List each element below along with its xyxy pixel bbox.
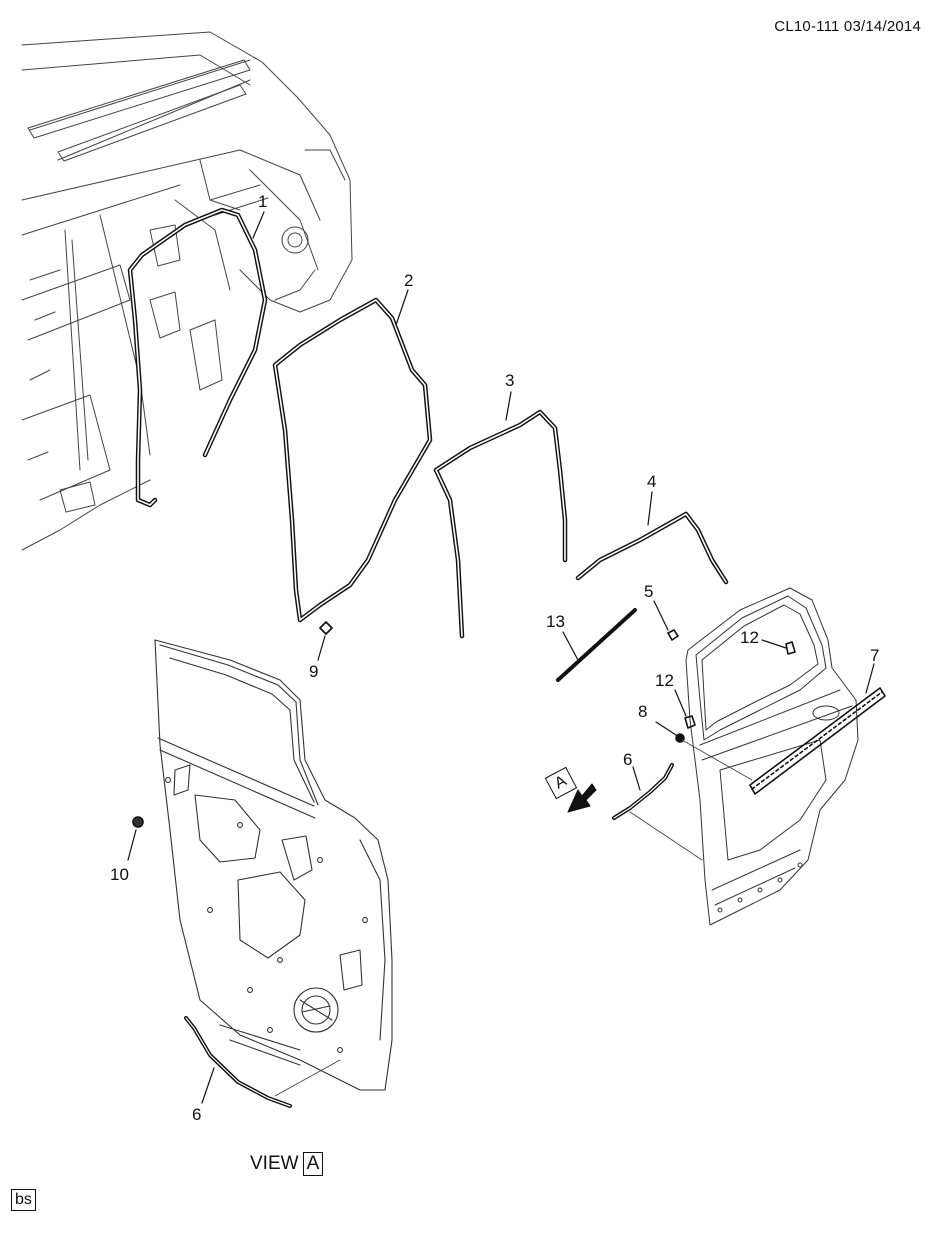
clips-small-door xyxy=(667,629,796,743)
view-a-arrow xyxy=(567,783,597,813)
callout-6-right: 6 xyxy=(623,750,633,769)
callout-12-upper: 12 xyxy=(740,628,759,647)
bs-tag: bs xyxy=(11,1189,36,1211)
part-6-seal-right xyxy=(612,763,674,820)
part-3-channel xyxy=(433,409,568,639)
callout-9: 9 xyxy=(309,662,319,681)
part-2-weatherstrip xyxy=(272,297,433,623)
callout-6-left: 6 xyxy=(192,1105,202,1124)
document-id: CL10-111 03/14/2014 xyxy=(774,18,921,35)
callout-8: 8 xyxy=(638,702,648,721)
part-13-tape xyxy=(556,608,637,682)
callout-3: 3 xyxy=(505,371,515,390)
leader-lines-right xyxy=(317,289,875,791)
part-7-belt-molding xyxy=(749,687,886,795)
leader-lines-left xyxy=(127,211,265,1104)
view-label-text: VIEW xyxy=(250,1153,299,1174)
view-label-ref: A xyxy=(302,1152,324,1176)
door-assembly-small xyxy=(685,587,859,926)
callout-2: 2 xyxy=(404,271,414,290)
part-9-clip xyxy=(319,621,333,635)
callout-5: 5 xyxy=(644,582,654,601)
callout-12-lower: 12 xyxy=(655,671,674,690)
part-4-molding xyxy=(575,511,729,585)
projection-lines xyxy=(629,739,753,861)
callout-4: 4 xyxy=(647,472,657,491)
callout-7: 7 xyxy=(870,646,880,665)
door-view-a xyxy=(154,639,393,1091)
callout-1: 1 xyxy=(258,192,268,211)
vehicle-body xyxy=(21,31,353,551)
callout-13: 13 xyxy=(546,612,565,631)
part-10-plug xyxy=(132,816,144,828)
part-1-weatherstrip xyxy=(127,207,268,508)
callout-10: 10 xyxy=(110,865,129,884)
